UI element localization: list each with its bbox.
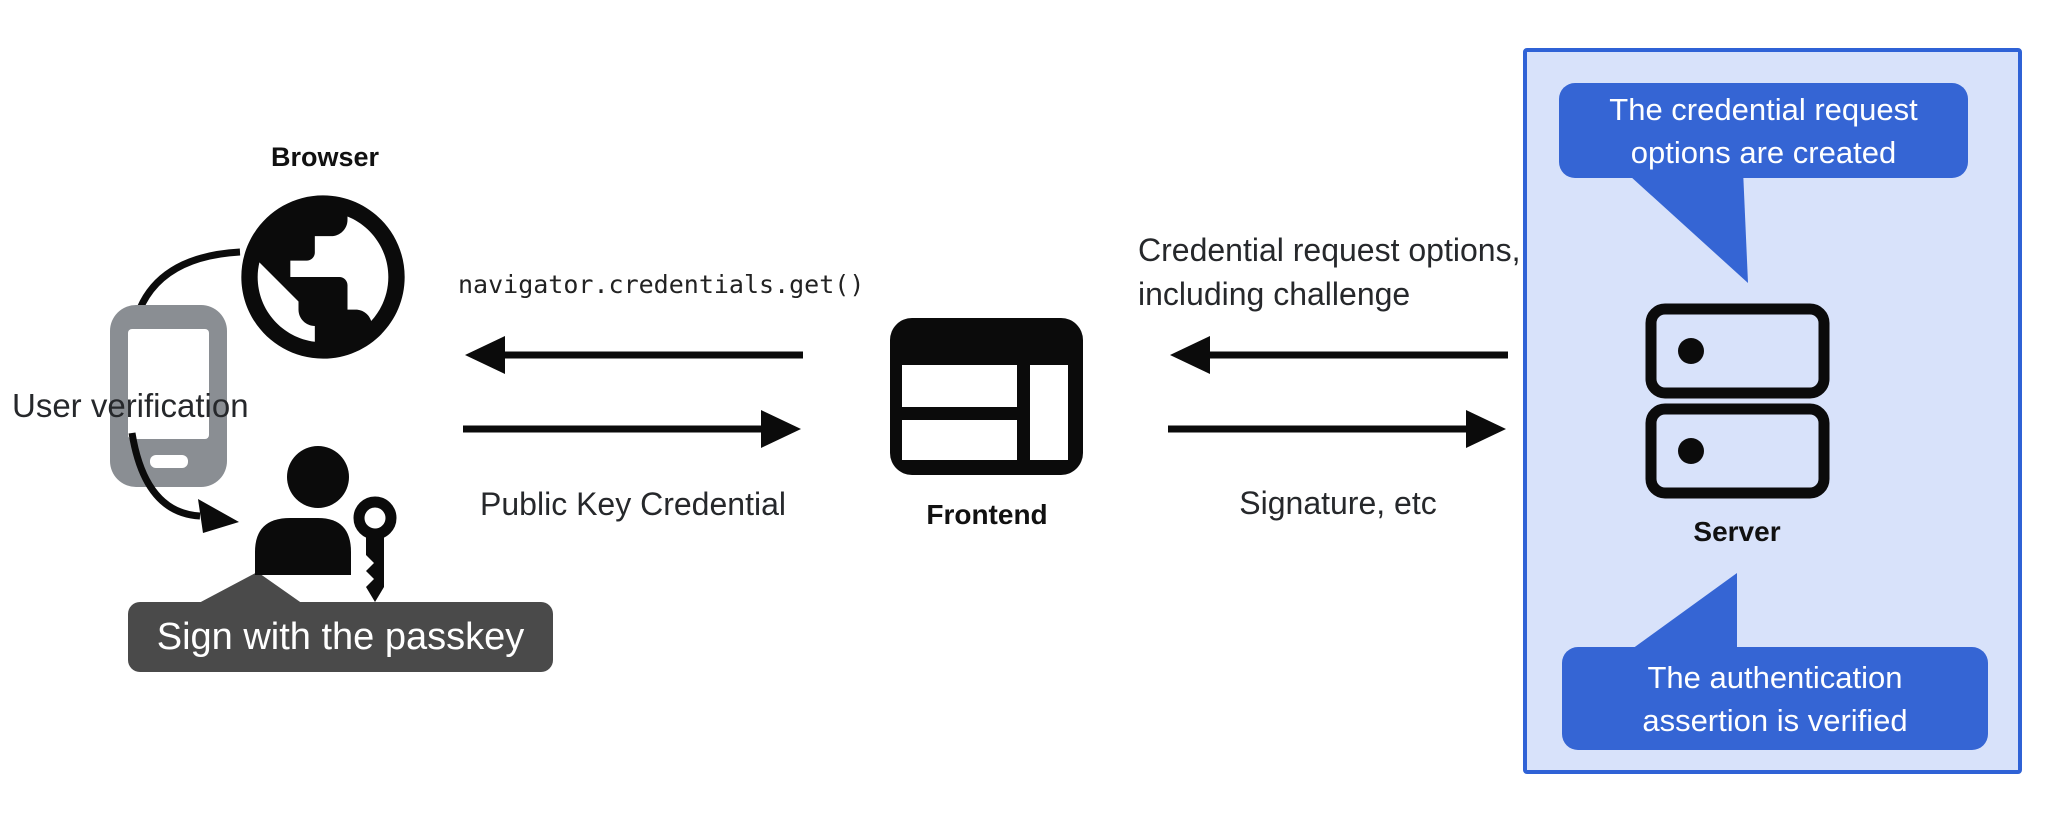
server-icon (1645, 303, 1830, 499)
credential-options-created-line2: options are created (1630, 134, 1897, 170)
arrow-phone-to-user-icon (128, 432, 239, 533)
sign-with-passkey-tooltip: Sign with the passkey (128, 602, 553, 672)
signature-label: Signature, etc (1239, 485, 1437, 521)
arrow-browser-to-frontend-icon (463, 410, 801, 448)
arrow-server-to-frontend-icon (1170, 336, 1508, 374)
credential-options-created-line1: The credential request (1609, 91, 1918, 127)
assertion-verified-line1: The authentication (1647, 659, 1903, 695)
credential-request-options-label: Credential request options, including ch… (1138, 228, 1520, 316)
key-icon (353, 496, 397, 540)
sign-with-passkey-text: Sign with the passkey (156, 615, 525, 658)
arrow-frontend-to-server-icon (1168, 410, 1506, 448)
credential-request-options-line2: including challenge (1138, 276, 1411, 312)
arrow-frontend-to-browser-icon (465, 336, 803, 374)
user-verification-label: User verification (12, 387, 249, 424)
assertion-verified-line2: assertion is verified (1642, 702, 1908, 738)
credential-options-created-bubble: The credential request options are creat… (1559, 83, 1968, 178)
public-key-credential-label: Public Key Credential (480, 486, 786, 522)
frontend-window-icon (890, 318, 1083, 475)
phone-icon (110, 305, 227, 487)
browser-label: Browser (270, 142, 380, 172)
assertion-verified-bubble: The authentication assertion is verified (1562, 647, 1988, 750)
navigator-credentials-get-label: navigator.credentials.get() (458, 270, 865, 299)
server-label: Server (1693, 516, 1781, 547)
globe-icon (241, 195, 405, 359)
user-passkey-icon (255, 446, 397, 602)
credential-request-options-line1: Credential request options, (1138, 232, 1521, 268)
frontend-label: Frontend (926, 499, 1048, 530)
